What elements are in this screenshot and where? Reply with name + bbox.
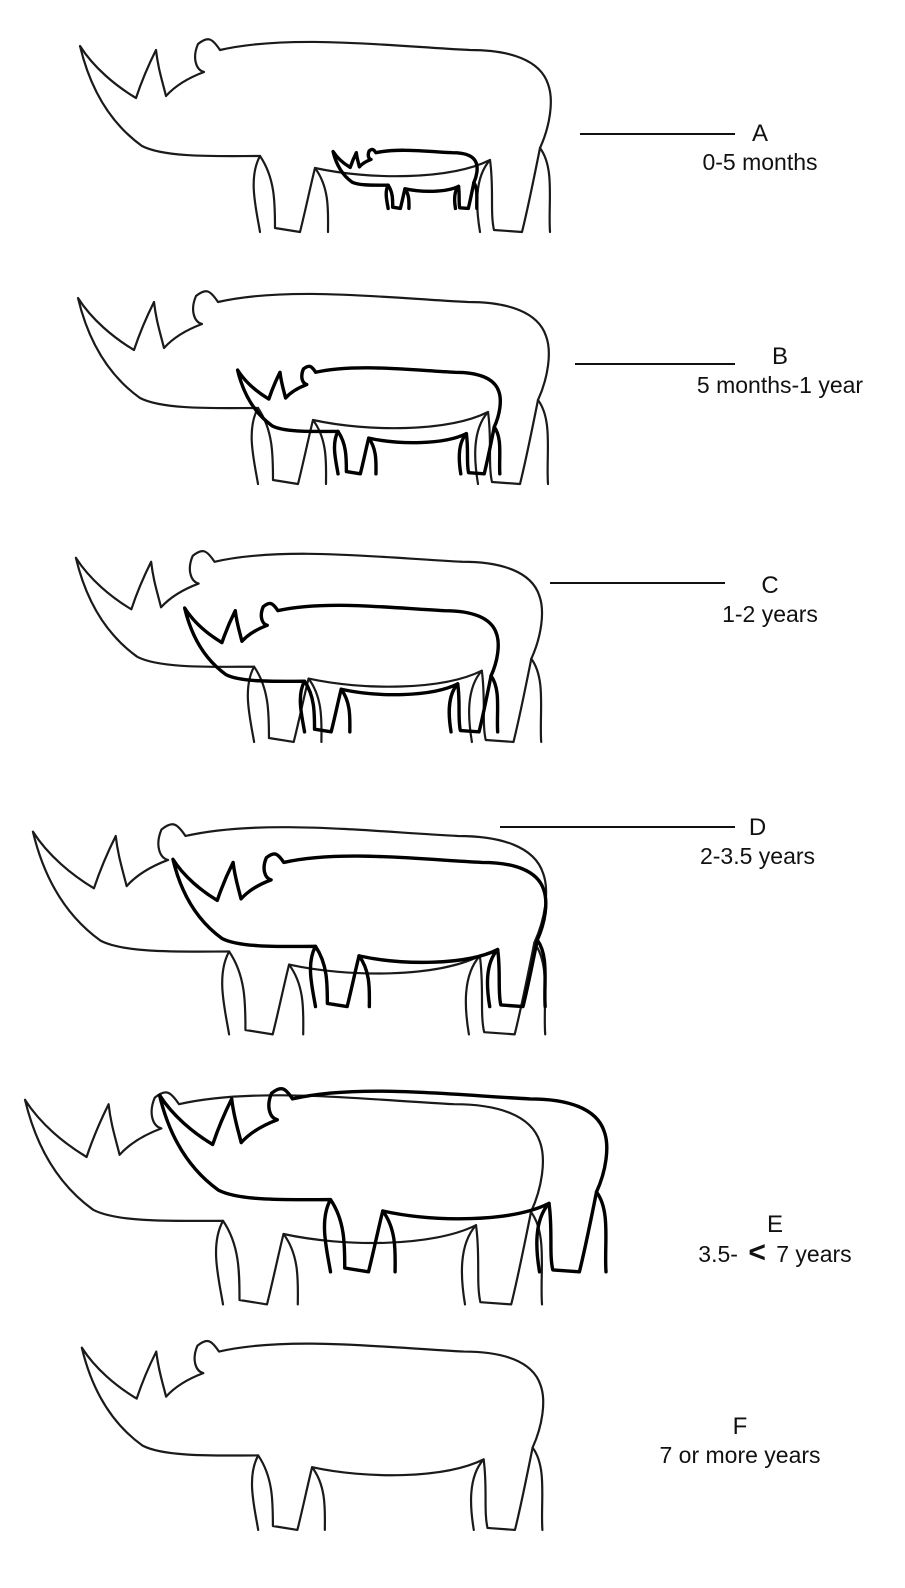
label-f: F 7 or more years <box>630 1413 850 1469</box>
label-b-age: 5 months-1 year <box>665 371 895 399</box>
label-a: A 0-5 months <box>660 120 860 176</box>
label-b-letter: B <box>665 343 895 371</box>
label-e-age-prefix: 3.5- <box>698 1241 738 1267</box>
label-a-age: 0-5 months <box>660 148 860 176</box>
adult-rhino-d <box>33 824 546 1034</box>
label-d-age: 2-3.5 years <box>665 842 850 870</box>
label-d-letter: D <box>665 814 850 842</box>
calf-rhino-d <box>173 854 546 1007</box>
adult-rhino-c <box>76 551 542 742</box>
label-c: C 1-2 years <box>680 572 860 628</box>
label-f-age: 7 or more years <box>630 1441 850 1469</box>
adult-rhino-a <box>80 39 551 232</box>
label-e-letter: E <box>655 1211 895 1239</box>
label-e: E 3.5- < 7 years <box>655 1211 895 1268</box>
label-e-age: 3.5- < 7 years <box>655 1239 895 1268</box>
calf-rhino-e <box>160 1089 607 1272</box>
calf-rhino-a <box>333 149 477 208</box>
adult-rhino-f <box>82 1341 543 1530</box>
label-c-letter: C <box>680 572 860 600</box>
label-e-less-than-symbol: < <box>748 1236 766 1269</box>
label-f-letter: F <box>630 1413 850 1441</box>
calf-rhino-b <box>238 366 501 474</box>
adult-rhino-b <box>78 291 549 484</box>
label-b: B 5 months-1 year <box>665 343 895 399</box>
label-d: D 2-3.5 years <box>665 814 850 870</box>
label-e-age-suffix: 7 years <box>776 1241 851 1267</box>
label-a-letter: A <box>660 120 860 148</box>
label-c-age: 1-2 years <box>680 600 860 628</box>
